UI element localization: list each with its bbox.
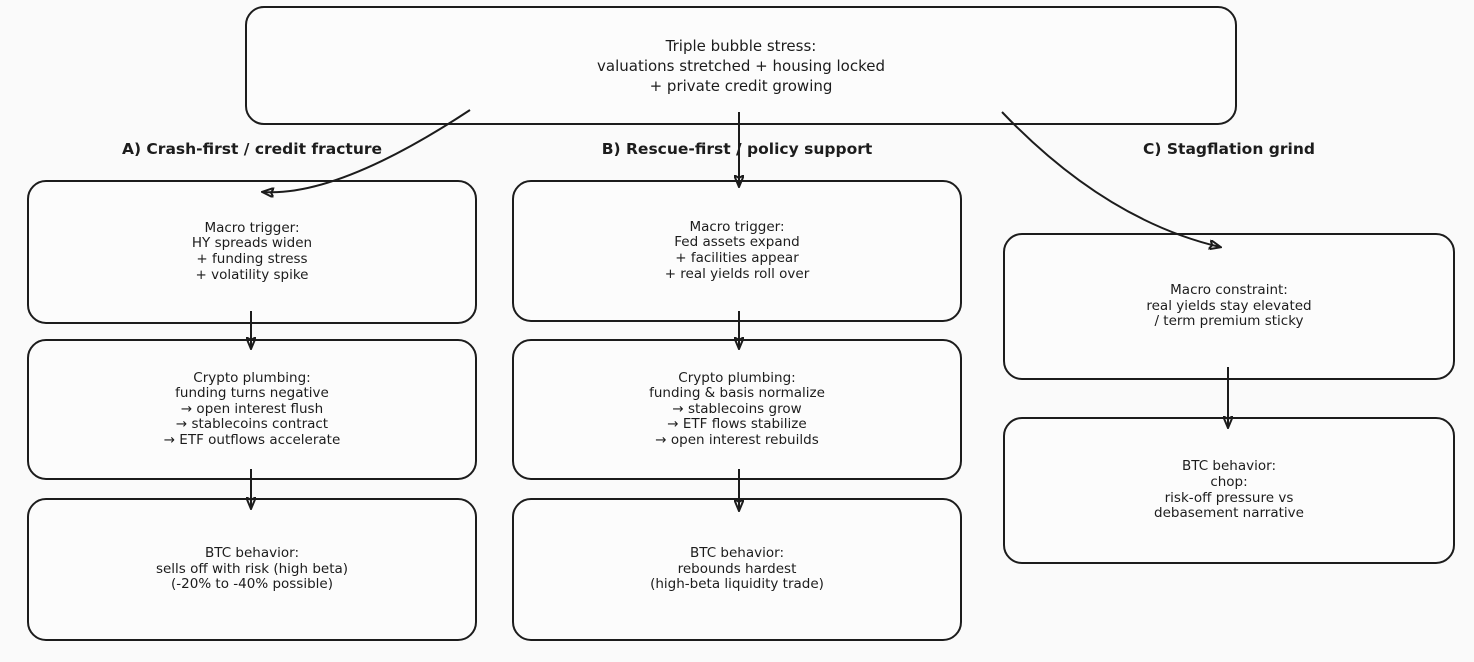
node-text-line: → open interest flush <box>180 400 324 417</box>
node-text-line: risk-off pressure vs <box>1164 489 1294 506</box>
node-text-line: funding turns negative <box>175 385 329 402</box>
node-text-line: Macro constraint: <box>1170 282 1288 299</box>
node-text-line: real yields stay elevated <box>1146 297 1312 314</box>
node-c-macro-constraint: Macro constraint: real yields stay eleva… <box>1003 233 1455 380</box>
node-text-line: Macro trigger: <box>204 219 300 236</box>
node-text-line: BTC behavior: <box>690 545 784 562</box>
node-b-crypto-plumbing: Crypto plumbing: funding & basis normali… <box>512 339 962 480</box>
node-text-line: / term premium sticky <box>1154 313 1304 330</box>
node-text-line: + facilities appear <box>675 250 799 266</box>
node-b-macro-trigger: Macro trigger: Fed assets expand + facil… <box>512 180 962 322</box>
node-text-line: → stablecoins contract <box>175 416 329 433</box>
node-a-crypto-plumbing: Crypto plumbing: funding turns negative … <box>27 339 477 480</box>
node-text-line: (-20% to -40% possible) <box>171 576 333 593</box>
node-text-line: valuations stretched + housing locked <box>597 56 885 75</box>
node-text-line: + private credit growing <box>649 76 833 95</box>
node-text-line: Crypto plumbing: <box>678 369 796 386</box>
arrow-root-to-c <box>1001 111 1220 247</box>
node-text-line: → ETF flows stabilize <box>667 416 807 433</box>
node-c-btc-behavior: BTC behavior: chop: risk-off pressure vs… <box>1003 417 1455 564</box>
node-text-line: → ETF outflows accelerate <box>163 431 341 448</box>
node-text-line: BTC behavior: <box>1182 458 1276 475</box>
node-text-line: + real yields roll over <box>664 265 810 282</box>
node-text-line: Macro trigger: <box>689 218 785 235</box>
node-text-line: + volatility spike <box>195 266 309 283</box>
column-b-header: B) Rescue-first / policy support <box>601 140 873 158</box>
node-text-line: funding & basis normalize <box>649 385 825 402</box>
node-text-line: Triple bubble stress: <box>665 36 817 55</box>
node-text-line: HY spreads widen <box>191 235 313 252</box>
node-text-line: rebounds hardest <box>677 560 797 577</box>
node-a-btc-behavior: BTC behavior: sells off with risk (high … <box>27 498 477 641</box>
node-text-line: → open interest rebuilds <box>655 431 819 448</box>
node-text-line: (high-beta liquidity trade) <box>650 576 824 593</box>
node-text-line: debasement narrative <box>1154 505 1304 522</box>
column-a-header: A) Crash-first / credit fracture <box>121 140 383 158</box>
node-b-btc-behavior: BTC behavior: rebounds hardest (high-bet… <box>512 498 962 641</box>
node-text-line: Fed assets expand <box>674 234 800 251</box>
node-text-line: Crypto plumbing: <box>193 369 311 386</box>
node-text-line: chop: <box>1210 473 1248 490</box>
node-text-line: sells off with risk (high beta) <box>155 560 349 577</box>
node-a-macro-trigger: Macro trigger: HY spreads widen + fundin… <box>27 180 477 324</box>
column-c-header: C) Stagflation grind <box>1143 140 1315 158</box>
node-text-line: → stablecoins grow <box>672 400 802 417</box>
node-text-line: + funding stress <box>196 251 308 267</box>
node-root-triple-bubble-stress: Triple bubble stress: valuations stretch… <box>245 6 1237 125</box>
node-text-line: BTC behavior: <box>205 545 299 562</box>
